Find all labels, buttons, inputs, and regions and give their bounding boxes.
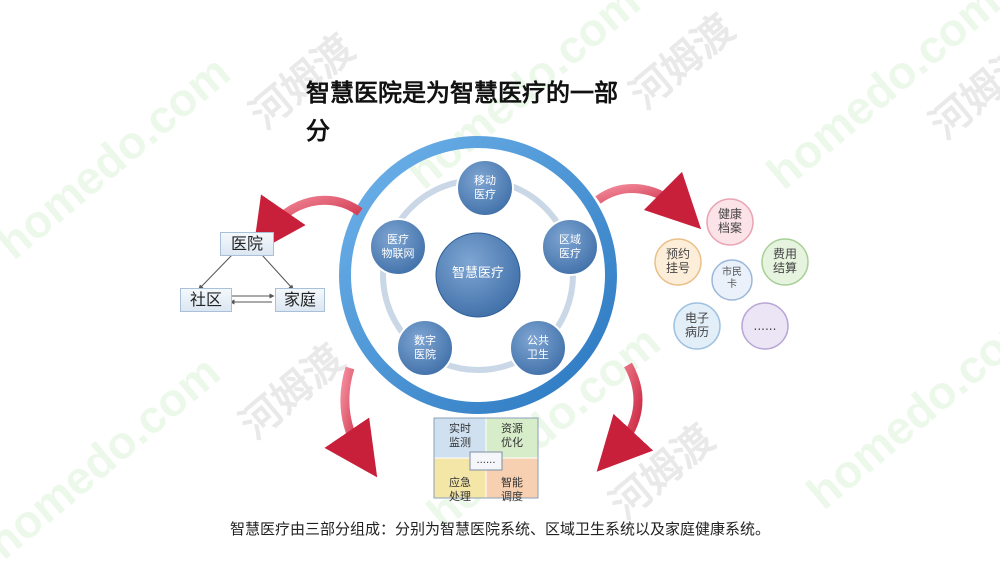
satellite-label: 公共 卫生 — [527, 334, 549, 361]
arrow-to-bottom-right — [596, 362, 654, 472]
center-label: 智慧医疗 — [451, 266, 504, 281]
satellite-label: 区域 医疗 — [559, 233, 581, 260]
title-line-1: 智慧医院是为智慧医疗的一部 — [306, 79, 618, 107]
grid-frame — [433, 417, 539, 499]
satellite-node — [456, 159, 514, 217]
cluster-node — [673, 302, 721, 350]
cluster-center-node — [711, 259, 753, 301]
arrow-to-left — [252, 194, 363, 255]
grid-cell — [485, 417, 539, 459]
cluster-label: ...... — [753, 319, 777, 333]
cluster-node — [761, 238, 809, 286]
arrow-to-bottom-left — [324, 366, 378, 478]
cluster-node — [706, 198, 754, 246]
cluster-node — [741, 302, 789, 350]
center-node — [435, 232, 521, 318]
cluster-node — [654, 238, 702, 286]
cluster-label: 健康 档案 — [717, 207, 742, 235]
cluster-label: 电子 病历 — [684, 311, 709, 339]
satellite-node — [369, 218, 427, 276]
node-hospital: 医院 — [220, 232, 274, 256]
arrow-to-right — [595, 171, 702, 230]
satellite-node — [509, 319, 567, 377]
triangle-link — [261, 254, 294, 290]
satellite-label: 数字 医院 — [414, 334, 436, 361]
grid-cell-label: 实时 监测 — [449, 422, 471, 449]
cluster-label: 预约 挂号 — [665, 247, 690, 275]
satellite-node — [396, 319, 454, 377]
grid-cell-label: 智能 调度 — [501, 476, 523, 503]
grid-center-box — [469, 451, 503, 471]
grid-cell-label: 资源 优化 — [501, 422, 523, 449]
node-home: 家庭 — [275, 288, 325, 312]
grid-center-label: ...... — [476, 455, 496, 466]
outer-ring — [339, 136, 617, 414]
cluster-label: 费用 结算 — [772, 247, 797, 275]
caption: 智慧医疗由三部分组成：分别为智慧医院系统、区域卫生系统以及家庭健康系统。 — [229, 520, 770, 538]
page-title: 智慧医院是为智慧医疗的一部 分 — [306, 74, 706, 150]
node-community: 社区 — [180, 288, 232, 312]
satellite-label: 移动 医疗 — [474, 174, 496, 201]
cluster-center-label: 市民 卡 — [722, 267, 742, 290]
satellite-label: 医疗 物联网 — [381, 233, 415, 260]
triangle-link — [198, 254, 233, 290]
satellite-node — [541, 218, 599, 276]
grid-cell-label: 应急 处理 — [449, 476, 471, 503]
title-line-2: 分 — [306, 117, 330, 145]
